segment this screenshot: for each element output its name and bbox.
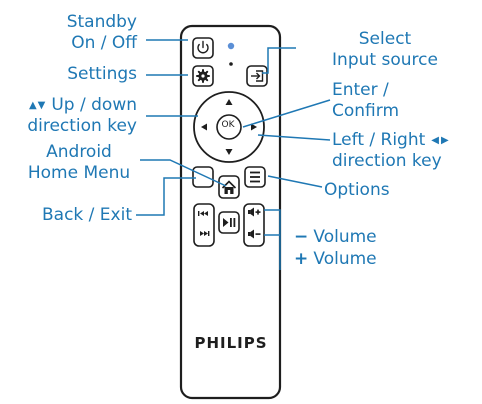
label-android-home: Android Home Menu	[14, 142, 144, 184]
leader-options	[267, 175, 323, 188]
label-enter-confirm: Enter / Confirm	[332, 80, 399, 122]
label-volume-minus: − Volume	[294, 227, 377, 249]
label-volume-plus-text: Volume	[313, 249, 377, 269]
leftright-arrows-icon: ◀▶	[431, 135, 451, 146]
fast-forward-icon	[200, 231, 210, 236]
label-android-line1: Android	[46, 142, 112, 162]
leader-lines	[136, 39, 331, 270]
leader-leftright	[257, 134, 331, 141]
rewind-icon	[198, 211, 208, 216]
leader-select-input	[262, 47, 296, 74]
led-indicator	[227, 42, 235, 50]
label-enter-line1: Enter /	[332, 80, 389, 100]
label-leftright: Left / Right ◀▶ direction key	[332, 130, 451, 172]
label-volume-plus: + Volume	[294, 249, 377, 271]
label-select-line1: Select	[358, 29, 412, 49]
input-source-icon	[246, 65, 268, 87]
minus-icon: −	[294, 227, 309, 247]
ok-button-label: OK	[221, 120, 235, 130]
left-arrow-icon	[201, 123, 207, 131]
back-button	[192, 166, 214, 188]
label-select-input: Select Input source	[320, 29, 450, 71]
brand-logo: PHILIPS	[194, 334, 268, 352]
label-updown-line1: ▲▼ Up / down	[27, 95, 137, 116]
leader-enter	[242, 99, 331, 128]
up-arrow-icon	[225, 99, 233, 105]
label-updown-line2: direction key	[27, 116, 137, 136]
volume-down-icon	[248, 229, 261, 239]
label-select-line2: Input source	[332, 50, 438, 70]
label-options: Options	[324, 180, 390, 201]
label-volume-minus-text: Volume	[313, 227, 377, 247]
leader-volume-bracket	[264, 209, 281, 270]
play-pause-icon	[218, 211, 240, 234]
label-settings: Settings	[67, 64, 137, 85]
label-standby-line2: On / Off	[71, 33, 137, 53]
leader-back-exit	[136, 177, 196, 216]
label-leftright-line1: Left / Right ◀▶	[332, 130, 451, 151]
label-volume: − Volume + Volume	[294, 227, 377, 271]
ir-dot	[229, 62, 233, 66]
label-standby: Standby On / Off	[67, 12, 137, 54]
volume-up-icon	[248, 207, 261, 217]
settings-gear-icon	[192, 65, 214, 87]
power-button	[192, 37, 214, 59]
updown-arrows-icon: ▲▼	[28, 100, 47, 111]
home-icon	[218, 175, 240, 199]
plus-icon: +	[294, 249, 309, 269]
label-android-line2: Home Menu	[27, 163, 131, 183]
label-leftright-line2: direction key	[332, 151, 442, 171]
label-back-exit: Back / Exit	[42, 205, 132, 226]
down-arrow-icon	[225, 149, 233, 155]
label-leftright-text: Left / Right	[332, 130, 426, 150]
label-options-text: Options	[324, 180, 390, 200]
label-enter-line2: Confirm	[332, 101, 400, 121]
media-skip-buttons	[193, 203, 215, 247]
options-menu-icon	[244, 166, 266, 188]
right-arrow-icon	[251, 123, 257, 131]
dpad	[193, 91, 265, 163]
label-updown: ▲▼ Up / down direction key	[27, 95, 137, 137]
label-back-exit-text: Back / Exit	[42, 205, 132, 225]
label-updown-text: Up / down	[51, 95, 137, 115]
volume-buttons	[243, 203, 265, 247]
label-settings-text: Settings	[67, 64, 137, 84]
label-standby-line1: Standby	[66, 12, 137, 32]
leader-android-home	[140, 159, 227, 187]
